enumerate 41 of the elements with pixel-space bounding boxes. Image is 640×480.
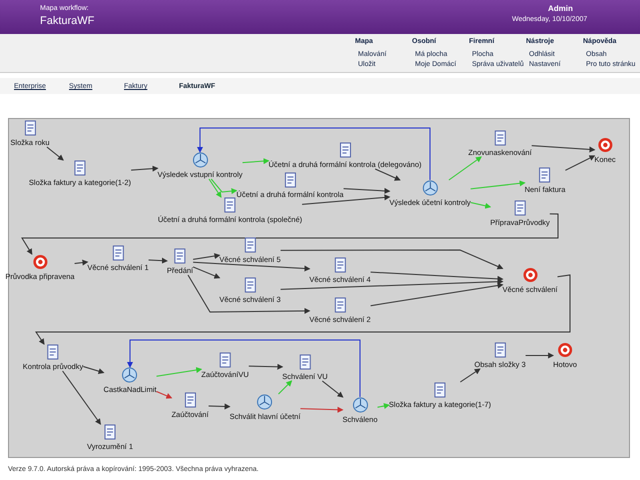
arrow: [278, 380, 292, 394]
arrow: [35, 274, 570, 345]
arrow: [370, 282, 504, 306]
arrow: [82, 366, 104, 374]
arrow: [210, 178, 238, 194]
arrow: [374, 168, 401, 181]
arrow: [156, 367, 202, 377]
arrow: [300, 406, 344, 413]
arrow: [248, 364, 284, 370]
arrow: [208, 178, 222, 198]
arrow: [531, 145, 596, 152]
arrow: [377, 403, 390, 409]
arrow: [188, 274, 310, 314]
arrow: [280, 278, 504, 290]
arrow: [525, 352, 554, 358]
arrow: [46, 146, 64, 161]
arrow: [242, 158, 270, 164]
arrow: [448, 156, 482, 180]
arrow: [470, 180, 526, 190]
arrow: [21, 213, 558, 255]
arrow: [370, 272, 504, 282]
arrow: [127, 340, 360, 398]
arrow: [62, 370, 101, 425]
arrow: [156, 391, 172, 399]
arrow: [208, 403, 231, 410]
arrow: [470, 202, 492, 209]
arrow: [322, 380, 344, 398]
arrow: [280, 250, 504, 270]
arrow: [130, 166, 158, 172]
arrow: [192, 262, 310, 272]
arrow: [192, 266, 220, 279]
user-name: Admin: [548, 4, 573, 13]
page-title: FakturaWF: [40, 15, 94, 28]
arrow: [460, 368, 481, 382]
arrow: [564, 155, 596, 171]
arrow: [148, 258, 168, 264]
arrow: [74, 260, 88, 266]
arrow: [197, 128, 430, 180]
arrow: [192, 253, 220, 260]
arrow: [302, 194, 390, 205]
arrow: [343, 188, 390, 194]
